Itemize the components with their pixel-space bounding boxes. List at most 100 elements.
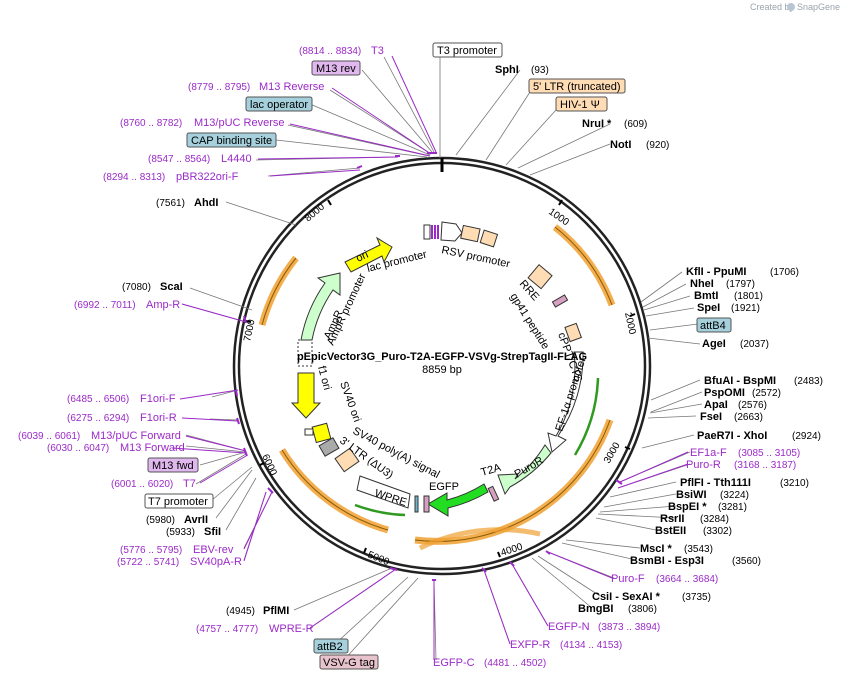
puror-arrow [497, 444, 552, 496]
ori-arrow [344, 236, 393, 273]
plasmid-name: pEpicVector3G_Puro-T2A-EGFP-VSVg-StrepTa… [297, 351, 587, 363]
ampr-promoter-block [297, 339, 313, 367]
site-noti: NotI (920) [610, 139, 669, 151]
svg-text:PspOMI: PspOMI [704, 387, 745, 399]
svg-text:F1ori-R: F1ori-R [140, 412, 177, 424]
svg-text:(609): (609) [624, 119, 647, 130]
svg-text:SphI: SphI [495, 64, 519, 76]
svg-text:(3873 .. 3894): (3873 .. 3894) [598, 622, 660, 633]
primer-exfp-r: EXFP-R (4134 .. 4153) [510, 639, 622, 651]
svg-text:(6992 .. 7011): (6992 .. 7011) [74, 300, 136, 311]
attb2-mark [414, 495, 419, 513]
svg-text:(1797): (1797) [726, 279, 755, 290]
svg-text:RsrII: RsrII [660, 513, 684, 525]
tick-8000: 8000 [303, 201, 327, 224]
site-bspei: BspEI * (3281) [668, 501, 747, 513]
site-avrii: AvrII (5980) [146, 514, 208, 526]
svg-text:attB2: attB2 [317, 641, 343, 653]
svg-text:(1921): (1921) [731, 303, 760, 314]
primer-wpre-r: (4757 .. 4777) WPRE-R [196, 623, 314, 635]
svg-text:T3 promoter: T3 promoter [437, 45, 497, 57]
snapgene-logo-icon [787, 3, 795, 11]
primer-tick-marks [235, 152, 623, 581]
wpre-green-arrow [354, 503, 406, 517]
svg-text:EF1a-F: EF1a-F [690, 447, 727, 459]
box-ltr5: 5' LTR (truncated) [528, 78, 626, 94]
svg-text:(1706): (1706) [770, 267, 799, 278]
site-bsiwi: BsiWI (3224) [676, 489, 749, 501]
site-agei: AgeI (2037) [702, 338, 769, 350]
site-bfuai-bspmi: BfuAI - BspMI (2483) [704, 375, 823, 387]
svg-text:HIV-1 Ψ: HIV-1 Ψ [560, 99, 600, 111]
tick-2000: 2000 [622, 311, 637, 335]
svg-text:M13 Forward: M13 Forward [120, 442, 185, 454]
sv40-polya-block [318, 437, 340, 457]
svg-text:EXFP-R: EXFP-R [510, 639, 550, 651]
svg-text:EGFP-C: EGFP-C [433, 657, 475, 669]
primer-t7: (6001 .. 6020) T7 [111, 478, 196, 490]
svg-text:(93): (93) [531, 65, 549, 76]
label-gp41: gp41 peptide [507, 291, 551, 351]
site-scai: ScaI (7080) [122, 281, 183, 293]
primer-sv40pa-r: (5722 .. 5741) SV40pA-R [117, 556, 242, 568]
svg-text:(3560): (3560) [732, 556, 761, 567]
svg-text:VSV-G tag: VSV-G tag [323, 657, 375, 669]
label-sv40ori: SV40 ori [337, 380, 363, 424]
svg-text:(2483): (2483) [794, 376, 823, 387]
svg-text:(3543): (3543) [684, 544, 713, 555]
ampr-arrow [300, 272, 341, 341]
svg-text:BstEII: BstEII [655, 525, 686, 537]
primer-f1ori-f: (6485 .. 6506) F1ori-F [67, 393, 176, 405]
box-t3-promoter: T3 promoter [432, 42, 503, 58]
svg-text:NotI: NotI [610, 139, 631, 151]
rsv-promoter-arrow [440, 221, 463, 242]
svg-text:(6001 .. 6020): (6001 .. 6020) [111, 479, 173, 490]
site-ahdi: AhdI (7561) [156, 197, 218, 209]
tick-5000: 5000 [366, 550, 391, 569]
svg-text:(4481 .. 4502): (4481 .. 4502) [484, 658, 546, 669]
svg-text:L4440: L4440 [221, 153, 252, 165]
box-t7-promoter: T7 promoter [144, 493, 214, 509]
inner-features [290, 221, 584, 517]
ef1a-green-arrow [573, 377, 600, 456]
site-msci: MscI * (3543) [640, 543, 713, 555]
svg-text:M13/pUC Forward: M13/pUC Forward [91, 430, 181, 442]
svg-text:(6030 .. 6047): (6030 .. 6047) [47, 443, 109, 454]
label-egfp: EGFP [429, 481, 459, 493]
primer-l4440: (8547 .. 8564) L4440 [148, 153, 252, 165]
site-paer7i-xhoi: PaeR7I - XhoI (2924) [697, 430, 821, 442]
site-sfii: SfiI (5933) [166, 526, 221, 538]
svg-text:(3735): (3735) [682, 592, 711, 603]
label-puror: PuroR [513, 455, 546, 481]
svg-text:BmgBI: BmgBI [578, 603, 613, 615]
svg-text:(2037): (2037) [740, 339, 769, 350]
sv40-ori-block [311, 422, 332, 444]
primer-m13-reverse: (8779 .. 8795) M13 Reverse [188, 81, 324, 93]
primer-f1ori-r: (6275 .. 6294) F1ori-R [67, 412, 177, 424]
outer-feature-arcs-inner [261, 226, 613, 542]
svg-text:AvrII: AvrII [184, 514, 208, 526]
svg-text:(5776 .. 5795): (5776 .. 5795) [120, 545, 182, 556]
label-f1ori: f1 ori [315, 365, 333, 392]
tick-7000: 7000 [242, 318, 257, 342]
svg-text:ScaI: ScaI [160, 281, 183, 293]
box-m13-rev: M13 rev [311, 60, 361, 76]
label-ori: ori [354, 249, 370, 265]
svg-text:AgeI: AgeI [702, 338, 726, 350]
site-bmgbi: BmgBI (3806) [578, 603, 657, 615]
svg-text:T7 promoter: T7 promoter [148, 496, 208, 508]
snapgene-credit: Created by SnapGene [750, 2, 840, 12]
svg-text:PaeR7I - XhoI: PaeR7I - XhoI [697, 430, 767, 442]
box-cap-site: CAP binding site [186, 132, 277, 148]
box-hiv-psi: HIV-1 Ψ [555, 96, 608, 112]
label-t2a: T2A [480, 462, 503, 479]
plasmid-length: 8859 bp [422, 364, 462, 376]
svg-text:(8760 .. 8782): (8760 .. 8782) [120, 118, 182, 129]
primer-egfp-n: EGFP-N (3873 .. 3894) [548, 621, 660, 633]
primer-leader-lines [171, 55, 689, 660]
site-pflmi: PflMI (4945) [226, 605, 289, 617]
svg-text:BmtI: BmtI [694, 290, 718, 302]
svg-text:SpeI: SpeI [697, 302, 720, 314]
label-rsv-promoter: RSV promoter [440, 244, 511, 270]
hiv-psi-block [479, 229, 499, 248]
